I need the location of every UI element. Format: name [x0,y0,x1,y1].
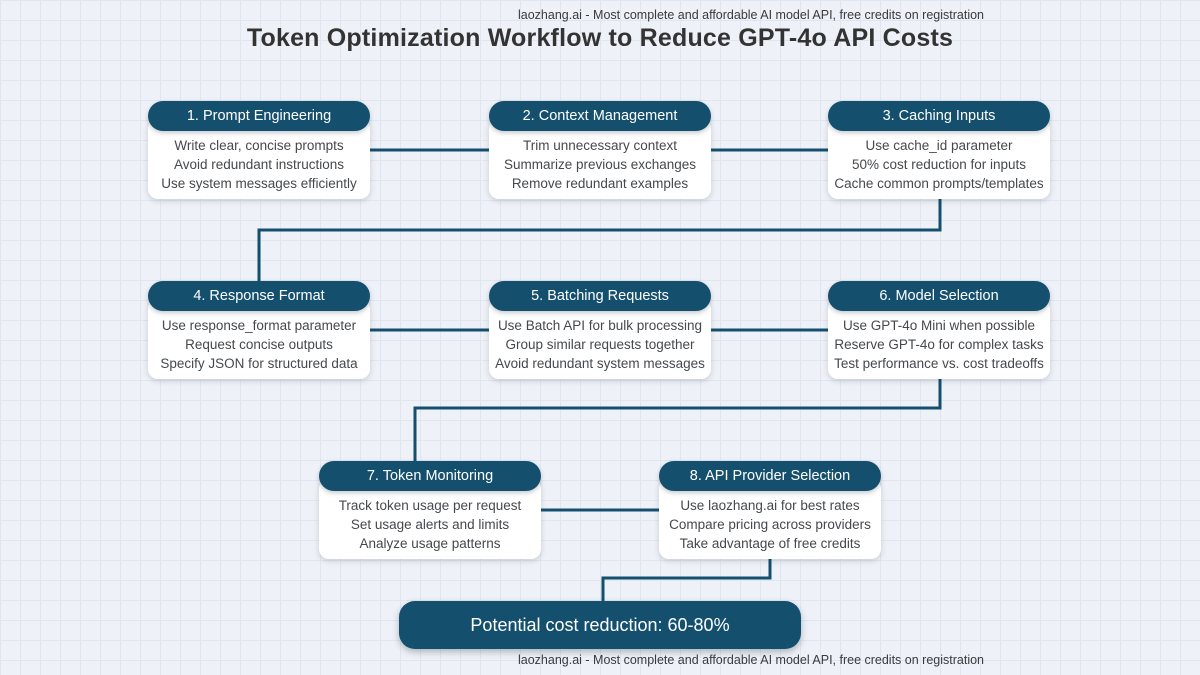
step-line: Use GPT-4o Mini when possible [842,318,1036,333]
result-label: Potential cost reduction: 60-80% [470,614,730,635]
step-line: Request concise outputs [185,337,333,352]
step-line: Remove redundant examples [511,176,689,191]
step-header: 1. Prompt Engineering [148,101,370,131]
step-box-token-monitoring: 7. Token Monitoring Track token usage pe… [319,461,541,559]
step-box-batching-requests: 5. Batching Requests Use Batch API for b… [489,281,711,379]
step-header: 5. Batching Requests [489,281,711,311]
step-line: Use response_format parameter [161,318,357,333]
step-box-prompt-engineering: 1. Prompt Engineering Write clear, conci… [148,101,370,199]
step-body: Use response_format parameter Request co… [148,299,370,379]
step-body: Write clear, concise prompts Avoid redun… [148,119,370,199]
step-body: Use Batch API for bulk processing Group … [489,299,711,379]
step-header: 4. Response Format [148,281,370,311]
step-box-context-management: 2. Context Management Trim unnecessary c… [489,101,711,199]
watermark-bottom: laozhang.ai - Most complete and affordab… [517,653,985,667]
step-box-caching-inputs: 3. Caching Inputs Use cache_id parameter… [828,101,1050,199]
step-line: Use cache_id parameter [865,138,1013,153]
step-line: Use system messages efficiently [161,176,357,191]
step-line: Specify JSON for structured data [160,356,358,371]
step-box-response-format: 4. Response Format Use response_format p… [148,281,370,379]
step-line: Take advantage of free credits [679,536,861,551]
step-line: Compare pricing across providers [669,517,871,532]
step-line: Summarize previous exchanges [503,157,697,172]
page-title: Token Optimization Workflow to Reduce GP… [246,24,954,52]
step-header: 8. API Provider Selection [659,461,881,491]
step-body: Use laozhang.ai for best rates Compare p… [659,479,881,559]
elbow-connector-3-4 [257,199,942,282]
step-line: Trim unnecessary context [522,138,678,153]
elbow-connector-8-result [601,559,772,602]
step-line: Write clear, concise prompts [174,138,344,153]
step-header: 6. Model Selection [828,281,1050,311]
step-line: Use laozhang.ai for best rates [680,498,860,513]
step-body: Track token usage per request Set usage … [319,479,541,559]
step-line: Avoid redundant instructions [173,157,345,172]
step-line: Use Batch API for bulk processing [497,318,703,333]
step-line: Cache common prompts/templates [834,176,1044,191]
elbow-connector-6-7 [413,379,942,462]
step-body: Use cache_id parameter 50% cost reductio… [828,119,1050,199]
step-line: Group similar requests together [505,337,695,352]
step-line: Reserve GPT-4o for complex tasks [834,337,1044,352]
step-line: Track token usage per request [338,498,522,513]
result-box: Potential cost reduction: 60-80% [399,601,801,649]
step-body: Use GPT-4o Mini when possible Reserve GP… [828,299,1050,379]
watermark-top: laozhang.ai - Most complete and affordab… [517,8,985,22]
step-line: Analyze usage patterns [359,536,501,551]
step-header: 2. Context Management [489,101,711,131]
step-box-api-provider-selection: 8. API Provider Selection Use laozhang.a… [659,461,881,559]
step-line: 50% cost reduction for inputs [851,157,1027,172]
step-line: Test performance vs. cost tradeoffs [834,356,1044,371]
step-line: Set usage alerts and limits [350,517,510,532]
step-line: Avoid redundant system messages [495,356,705,371]
step-header: 3. Caching Inputs [828,101,1050,131]
step-box-model-selection: 6. Model Selection Use GPT-4o Mini when … [828,281,1050,379]
step-body: Trim unnecessary context Summarize previ… [489,119,711,199]
step-header: 7. Token Monitoring [319,461,541,491]
